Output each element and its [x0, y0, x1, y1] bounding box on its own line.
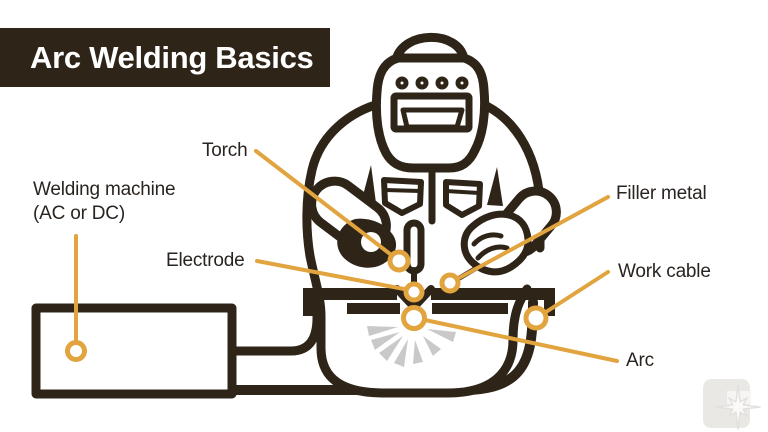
workpiece-bench: [303, 285, 555, 316]
left-shoulder-outline: [302, 98, 387, 261]
weld-groove: [393, 285, 435, 310]
visor-window: [400, 107, 465, 130]
jacket-bottom-outline: [305, 251, 532, 398]
label-work-cable: Work cable: [618, 261, 711, 282]
arc-marker: [401, 305, 427, 331]
label-arc: Arc: [626, 350, 654, 371]
right-arm-filler: [448, 186, 561, 286]
label-electrode: Electrode: [166, 250, 245, 271]
right-armpit-dart: [487, 167, 503, 206]
right-chest-pocket: [443, 179, 483, 218]
callout-leader-lines: [74, 149, 619, 363]
brand-watermark: [703, 379, 761, 430]
torch-leader-line: [254, 149, 396, 259]
label-torch: Torch: [202, 140, 248, 161]
watermark-spark-icon: [715, 384, 761, 430]
torch-marker: [387, 249, 411, 273]
helmet-vent-holes: [395, 76, 469, 90]
electrode-leader-line: [255, 259, 406, 291]
arc-spark-rays: [367, 326, 456, 367]
title-banner: Arc Welding Basics: [0, 28, 330, 87]
label-filler-metal: Filler metal: [616, 183, 707, 204]
work-cable-marker: [523, 305, 549, 331]
left-chest-pocket: [381, 177, 424, 216]
callout-markers: [65, 249, 549, 362]
electrode-marker: [403, 281, 425, 303]
machine-marker: [65, 340, 87, 362]
work-cable-leader-line: [544, 270, 610, 314]
glove-finger-lines: [471, 232, 510, 261]
arc-leader-line: [423, 318, 619, 363]
label-welding-machine: Welding machine (AC or DC): [33, 179, 176, 224]
filler-metal-leader-line: [457, 195, 610, 280]
helmet-strap: [391, 33, 469, 65]
filler-marker: [439, 272, 461, 294]
welding-helmet: [371, 33, 490, 173]
